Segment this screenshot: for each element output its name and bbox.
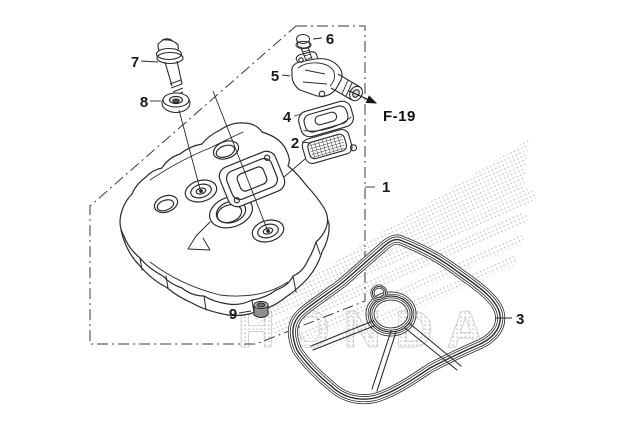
cover-breather-pad	[218, 150, 286, 208]
part-3-head-cover-gasket	[287, 234, 506, 405]
ref-f19-label: F-19	[383, 108, 416, 125]
f19-arrow	[348, 90, 378, 104]
cover-left-boss	[153, 194, 179, 214]
callout-6: 6	[326, 31, 334, 48]
part-1-cylinder-head-cover	[119, 122, 330, 317]
assembly-line-bolt-right	[212, 90, 268, 230]
gasket-outer-rim	[287, 234, 506, 405]
callout-7: 7	[131, 54, 139, 71]
assembly-line-bolt-left	[178, 109, 201, 190]
callout-3: 3	[516, 311, 524, 328]
leader-2	[301, 141, 311, 144]
part-6-bolt	[295, 34, 313, 61]
callout-5: 5	[271, 68, 279, 85]
leader-6	[312, 37, 323, 40]
part-2-breather-plate	[301, 128, 358, 165]
cover-wall-ticks	[139, 241, 321, 314]
callout-9: 9	[229, 306, 237, 323]
leader-2-to-pad	[283, 158, 306, 178]
leader-lines	[140, 37, 512, 319]
callout-4: 4	[283, 109, 292, 126]
part-9-rubber-cap	[253, 300, 269, 318]
cover-spout-detail	[187, 221, 211, 251]
gasket-strips	[310, 320, 462, 392]
honda-watermark-text: HONDA	[238, 301, 499, 359]
part-4-seal-plate	[298, 100, 354, 138]
leader-5	[281, 74, 291, 77]
part-8-washer-grommet	[161, 92, 191, 114]
phantom-boundary	[89, 25, 366, 345]
cover-bolt-hole-right	[251, 219, 285, 243]
leader-9	[238, 310, 252, 314]
callout-8: 8	[140, 94, 148, 111]
cover-front-opening	[212, 140, 240, 160]
callout-2: 2	[291, 135, 299, 152]
callout-1: 1	[382, 179, 390, 196]
part-7-flange-bolt	[155, 38, 184, 100]
cover-inner-rim	[149, 131, 289, 297]
part-5-ignition-coil	[291, 51, 363, 102]
leader-7	[140, 60, 159, 63]
leader-4	[293, 113, 303, 117]
